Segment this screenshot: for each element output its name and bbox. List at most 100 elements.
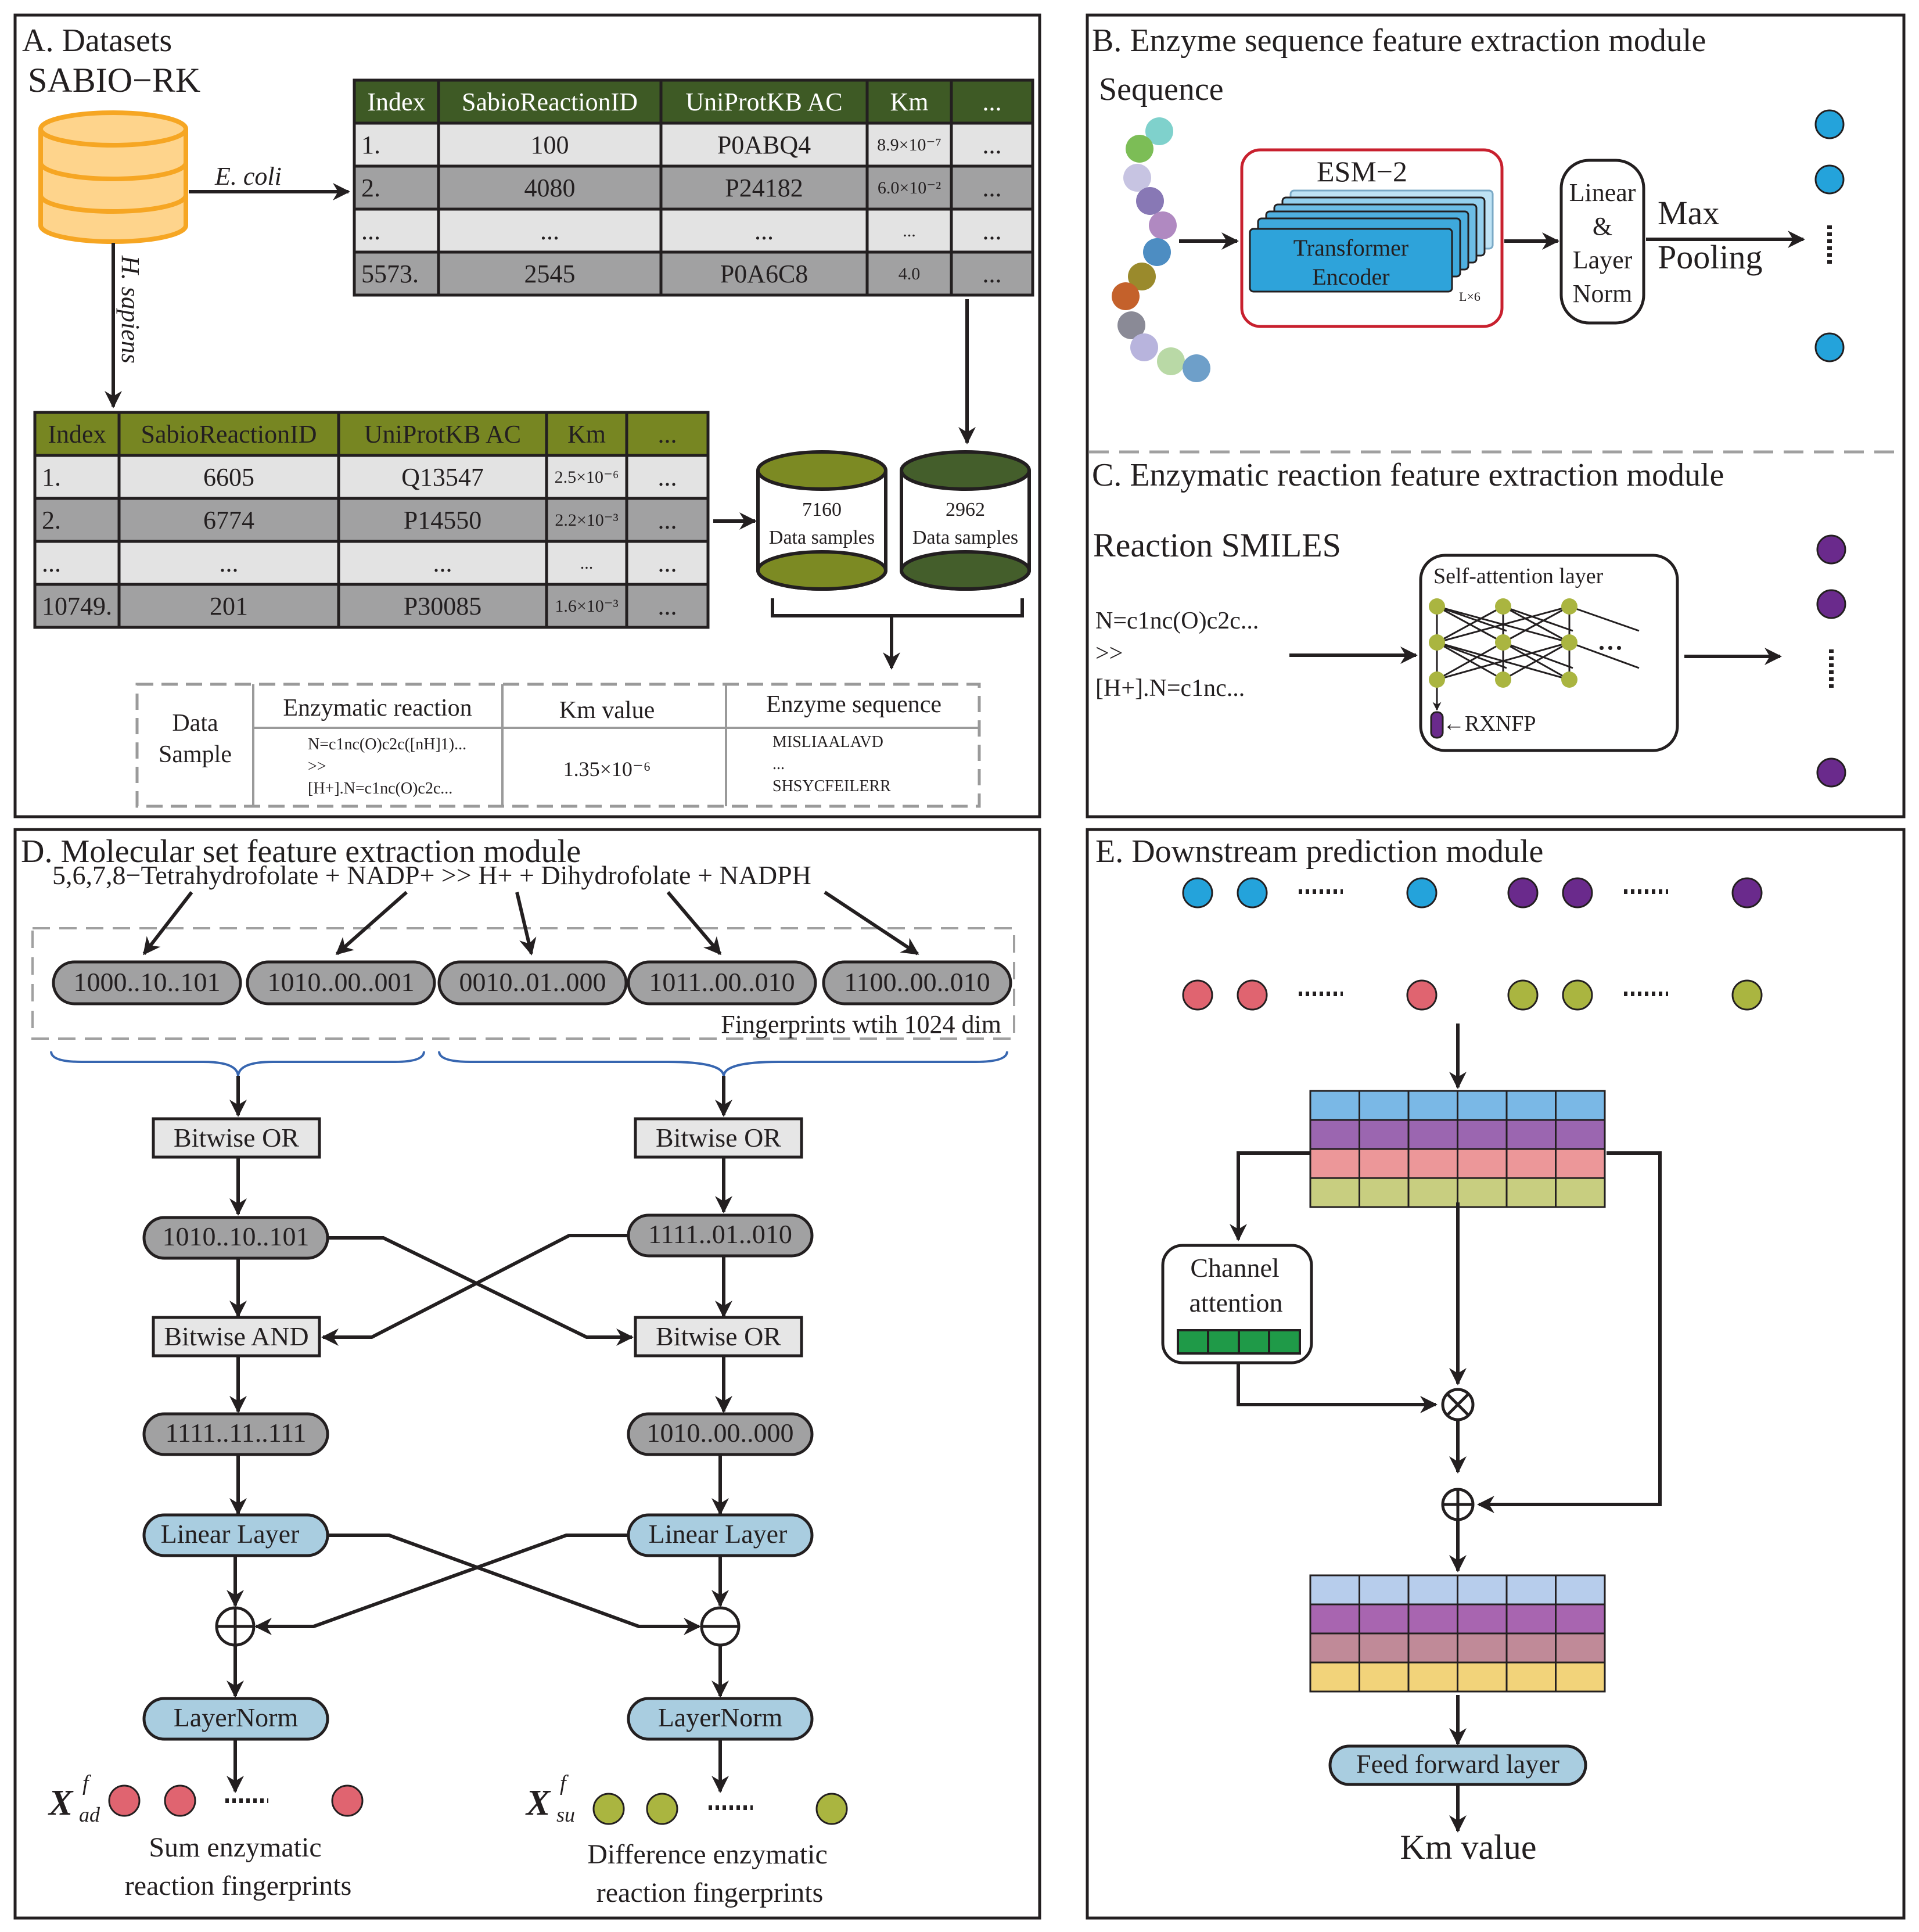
matrix-cell — [1505, 1090, 1557, 1121]
table-cell — [865, 207, 953, 254]
table-header-cell: SabioReactionID — [141, 420, 317, 448]
ecoli-label: E. coli — [214, 162, 282, 191]
layers-label: L×6 — [1459, 289, 1480, 304]
matrix-cell — [1505, 1632, 1557, 1664]
residual-arrow — [1477, 1151, 1662, 1513]
right-linear-label: Linear Layer — [649, 1519, 788, 1549]
attention-edge — [1503, 605, 1570, 644]
table-cell — [625, 454, 710, 500]
table-cell-text: 100 — [531, 131, 569, 159]
matrix-cell — [1359, 1603, 1410, 1635]
matrix-cell — [1407, 1661, 1458, 1693]
matrix-cell — [1309, 1661, 1360, 1693]
table-cell-text: ... — [42, 549, 61, 577]
matrix-cell — [1505, 1148, 1557, 1179]
matrix-cell — [1359, 1632, 1410, 1664]
table-header-cell: Km — [890, 88, 929, 116]
table-cell-text: ... — [361, 217, 380, 245]
left-linear-label: Linear Layer — [161, 1519, 300, 1549]
left-bitwise-or-box — [152, 1117, 321, 1159]
right-linear-layer — [627, 1513, 814, 1557]
cylinder-green — [899, 450, 1032, 591]
diff-caption-1: Difference enzymatic — [587, 1839, 828, 1870]
attention-node — [1429, 671, 1445, 688]
matrix-cell — [1555, 1632, 1606, 1664]
difference-fingerprint-vector — [592, 1793, 848, 1825]
residual-add-operator — [1441, 1488, 1475, 1521]
table-cell — [337, 583, 548, 629]
sample-km-value: 1.35×10⁻⁶ — [563, 757, 651, 781]
table-cell-text: 201 — [210, 592, 248, 620]
table-cell-text: 2. — [42, 506, 61, 534]
table-cell — [545, 497, 628, 543]
matrix-to-channel-arrow — [1230, 1151, 1310, 1241]
fingerprint-caption: Fingerprints wtih 1024 dim — [721, 1010, 1001, 1039]
table-cell-text: ... — [658, 592, 677, 620]
sample-row-label-2: Sample — [159, 741, 232, 768]
channel-attention-label-2: attention — [1190, 1288, 1283, 1317]
smiles-line3: [H+].N=c1nc... — [1095, 675, 1245, 702]
cross-linear-to-add — [254, 1534, 627, 1635]
sequence-bead — [1128, 263, 1156, 290]
matrix-cell — [1407, 1603, 1458, 1635]
pooling-label-2: Pooling — [1658, 238, 1763, 276]
transformer-label-1: Transformer — [1293, 235, 1409, 261]
data-sample-table — [135, 683, 981, 808]
channel-attention-label-1: Channel — [1190, 1253, 1279, 1283]
linear-norm-box — [1559, 159, 1645, 325]
table-cell — [353, 121, 440, 168]
table-header-cell: UniProtKB AC — [685, 88, 842, 116]
fingerprint-dashed-box — [31, 927, 1015, 1040]
panel-d-frame — [13, 828, 1041, 1920]
attention-node — [1561, 598, 1577, 615]
table-cell — [353, 164, 440, 211]
table-cell — [625, 540, 710, 586]
attention-node — [1429, 598, 1445, 615]
equation-to-fingerprint-arrows — [142, 890, 919, 956]
matrix-cell — [1407, 1090, 1458, 1121]
smiles-line1: N=c1nc(O)c2c... — [1095, 608, 1259, 634]
sum-caption-2: reaction fingerprints — [125, 1870, 352, 1901]
matrix-cell — [1407, 1574, 1458, 1606]
table-cell — [33, 583, 121, 629]
attention-edge — [1436, 641, 1570, 681]
reaction-feature-vector — [1816, 534, 1846, 788]
sample-reaction-line2: >> — [308, 757, 326, 775]
sequence-label: Sequence — [1099, 71, 1224, 107]
matrix-cell — [1555, 1661, 1606, 1693]
table-cell-text: ... — [983, 131, 1002, 159]
right-bitwise-or2-label: Bitwise OR — [656, 1321, 781, 1351]
right-layernorm-label: LayerNorm — [658, 1703, 783, 1732]
sum-caption-1: Sum enzymatic — [149, 1832, 321, 1863]
left-layernorm — [142, 1697, 329, 1741]
table-cell — [437, 164, 663, 211]
left-bitwise-or-label: Bitwise OR — [174, 1123, 299, 1152]
feed-forward-label: Feed forward layer — [1356, 1749, 1559, 1779]
cylinder-green-count: 2962 — [946, 499, 985, 520]
sample-col-km: Km value — [559, 697, 655, 724]
sum-x-subscript: ad — [79, 1803, 100, 1826]
sum-x-superscript: f — [82, 1771, 91, 1795]
matrix-cell — [1407, 1119, 1458, 1150]
attention-node — [1495, 598, 1511, 615]
fingerprint-text: 1000..10..101 — [74, 967, 221, 997]
cylinder-olive-label: Data samples — [769, 527, 875, 548]
add-operator — [215, 1606, 256, 1647]
table-cell-text: ... — [903, 221, 916, 240]
table-cell-text: ... — [983, 260, 1002, 288]
table-cell-text: 4080 — [524, 174, 576, 202]
matrix-cell — [1359, 1661, 1410, 1693]
table-cell-text: P0A6C8 — [720, 260, 808, 288]
matrix-cell — [1407, 1632, 1458, 1664]
right-brace — [438, 1051, 1008, 1076]
matrix-cell — [1457, 1574, 1508, 1606]
rxnfp-label: ←RXNFP — [1443, 712, 1536, 736]
table-cell — [625, 411, 710, 457]
table-cell-text: 5573. — [361, 260, 419, 288]
table-cell — [865, 78, 953, 125]
attention-edge — [1503, 641, 1573, 669]
matrix-cell — [1457, 1119, 1508, 1150]
attention-node — [1561, 634, 1577, 651]
